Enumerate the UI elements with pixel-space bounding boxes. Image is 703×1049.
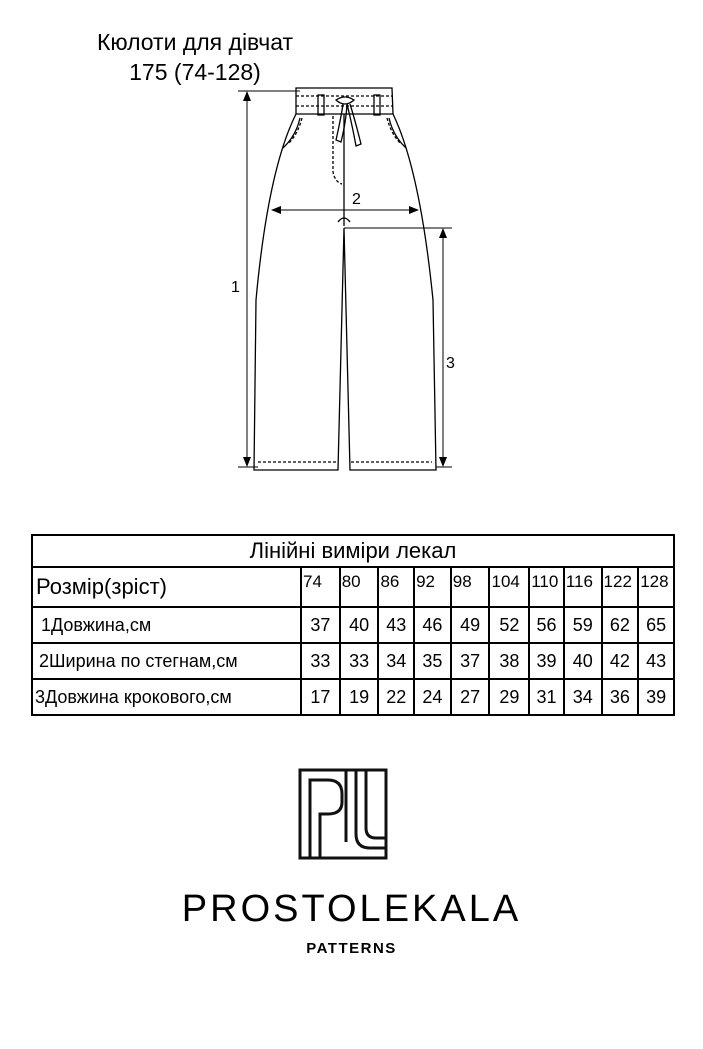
table-cell: 43 (637, 642, 675, 680)
table-cell: 56 (528, 606, 565, 644)
table-row: 2Ширина по стегнам,см 33 33 34 35 37 38 … (31, 642, 675, 680)
size-header: Розмір(зріст) (31, 566, 302, 608)
silhouette (253, 113, 437, 471)
size-col: 86 (377, 566, 416, 608)
culottes-technical-drawing: 1 2 3 (231, 87, 455, 471)
table-cell: 40 (562, 642, 603, 680)
brand-logo-icon (298, 768, 388, 860)
row-label: 1Довжина,см (31, 606, 302, 644)
table-row: 1Довжина,см 37 40 43 46 49 52 56 59 62 6… (31, 606, 675, 644)
size-col: 110 (528, 566, 565, 608)
dimension-lines (238, 90, 452, 468)
table-cell: 22 (377, 678, 416, 716)
brand-name: PROSTOLEKALA (181, 888, 522, 930)
table-cell: 49 (449, 606, 491, 644)
pattern-size-range: 175 (74-128) (129, 59, 261, 85)
table-caption: Лінійні виміри лекал (31, 534, 675, 568)
size-col: 80 (338, 566, 380, 608)
dim-label-1: 1 (231, 279, 240, 296)
table-header-row: Розмір(зріст) 74 80 86 92 98 104 110 116… (31, 566, 675, 608)
table-cell: 37 (300, 606, 341, 644)
dim-label-2: 2 (352, 191, 361, 208)
table-cell: 31 (528, 678, 565, 716)
table-cell: 36 (600, 678, 640, 716)
garment-outline (253, 87, 437, 471)
table-cell: 59 (562, 606, 603, 644)
dim-label-3: 3 (446, 355, 455, 372)
table-cell: 19 (338, 678, 380, 716)
table-cell: 33 (300, 642, 341, 680)
pattern-title: Кюлоти для дівчат (96, 29, 294, 55)
size-col: 74 (300, 566, 341, 608)
belt-loop (373, 94, 381, 116)
size-col: 92 (413, 566, 452, 608)
table-cell: 65 (637, 606, 675, 644)
table-cell: 43 (377, 606, 416, 644)
measurements-table: Лінійні виміри лекал Розмір(зріст) 74 80… (31, 534, 675, 716)
size-col: 98 (449, 566, 491, 608)
belt-loop (317, 94, 325, 116)
table-cell: 17 (300, 678, 341, 716)
table-cell: 46 (413, 606, 452, 644)
table-cell: 39 (528, 642, 565, 680)
table-cell: 24 (413, 678, 452, 716)
size-col: 128 (637, 566, 675, 608)
row-label: 3Довжина крокового,см (31, 678, 302, 716)
size-col: 122 (600, 566, 640, 608)
table-cell: 27 (449, 678, 491, 716)
table-cell: 39 (637, 678, 675, 716)
table-cell: 34 (562, 678, 603, 716)
table-cell: 62 (600, 606, 640, 644)
table-cell: 29 (488, 678, 531, 716)
table-cell: 42 (600, 642, 640, 680)
table-cell: 40 (338, 606, 380, 644)
size-col: 104 (488, 566, 531, 608)
table-cell: 35 (413, 642, 452, 680)
table-row: 3Довжина крокового,см 17 19 22 24 27 29 … (31, 678, 675, 716)
table-cell: 33 (338, 642, 380, 680)
table-cell: 34 (377, 642, 416, 680)
size-col: 116 (562, 566, 603, 608)
waistband (295, 87, 394, 115)
brand-tagline: PATTERNS (306, 940, 397, 957)
table-cell: 52 (488, 606, 531, 644)
row-label: 2Ширина по стегнам,см (31, 642, 302, 680)
table-cell: 38 (488, 642, 531, 680)
table-cell: 37 (449, 642, 491, 680)
